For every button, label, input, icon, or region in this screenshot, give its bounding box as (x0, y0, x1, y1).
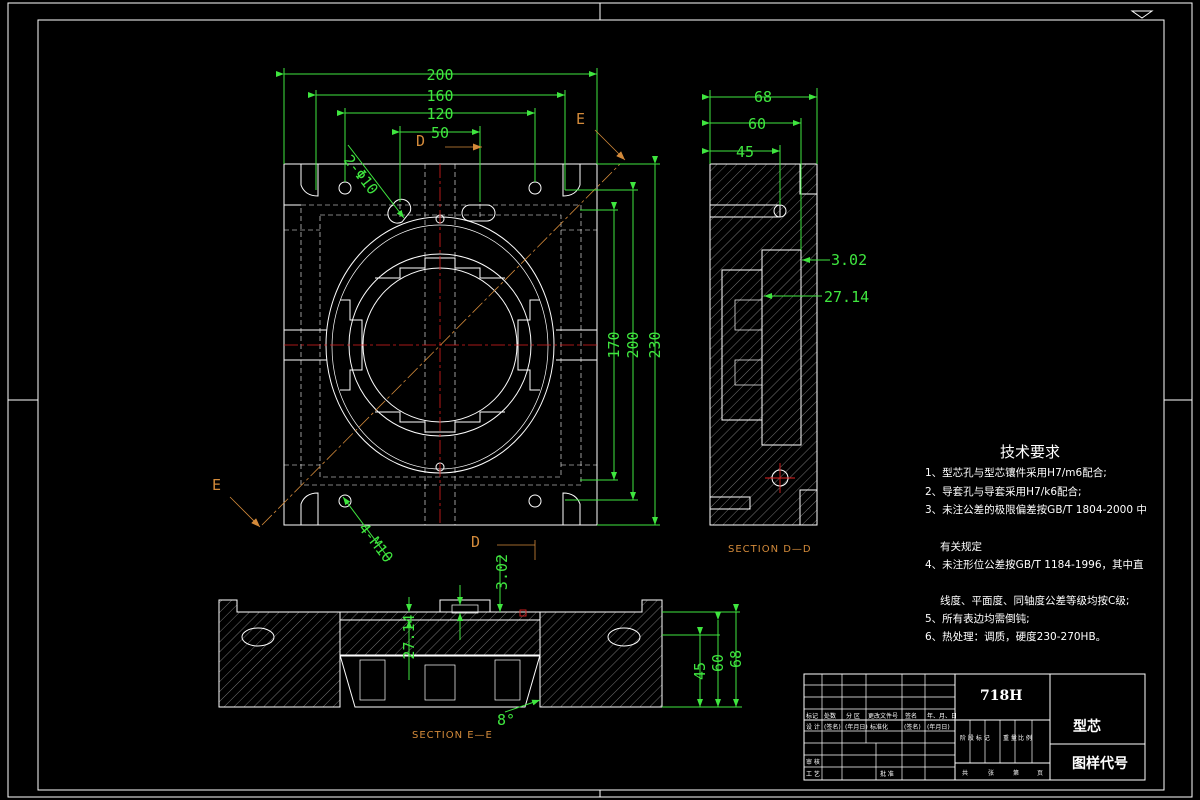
title-block (803, 673, 1146, 781)
tb-no: 第 (1013, 769, 1019, 777)
callout-4-m10: 4-M10 (355, 519, 397, 566)
tb-total: 共 (962, 769, 968, 777)
dim-45: 45 (736, 143, 754, 161)
dim-200: 200 (426, 66, 453, 84)
dim-v-27-14: 27.14 (400, 614, 418, 659)
tech-req-6: 6、热处理：调质，硬度230-270HB。 (925, 630, 1106, 643)
tb-count: 处数 (824, 712, 836, 720)
tb-page: 页 (1037, 770, 1043, 777)
dim-170: 170 (605, 331, 623, 358)
section-title-dd: SECTION D—D (728, 544, 812, 555)
tech-req-3: 3、未注公差的极限偏差按GB/T 1804-2000 中 (925, 503, 1147, 516)
tb-zone: 分 区 (846, 712, 860, 720)
dim-v-60: 60 (709, 654, 727, 672)
tb-standard-date: (年月日) (927, 723, 950, 731)
tech-req-3b: 有关规定 (940, 540, 982, 553)
section-dd-view (702, 88, 830, 526)
dim-230: 230 (646, 331, 664, 358)
dim-200-vertical: 200 (624, 331, 642, 358)
section-mark-e-bottom: E (212, 476, 221, 494)
front-view-dimensions (276, 68, 660, 561)
material-label: 718H (980, 688, 1022, 704)
tech-requirements-title: 技术要求 (1000, 443, 1060, 461)
tb-design: 设 计 (806, 723, 820, 731)
tech-req-2: 2、导套孔与导套采用H7/k6配合; (925, 485, 1082, 498)
dim-160: 160 (426, 87, 453, 105)
sheet-border (7, 2, 1193, 798)
dim-angle-8: 8° (497, 711, 515, 729)
tb-design-sign: (签名) (824, 723, 841, 731)
tb-scale: 比 例 (1018, 734, 1032, 742)
tb-change-doc: 更改文件号 (868, 712, 898, 720)
tb-design-date: (年月日) (845, 723, 868, 731)
dim-60: 60 (748, 115, 766, 133)
drawing-code: 图样代号 (1072, 755, 1128, 772)
section-mark-d-bottom: D (471, 533, 480, 551)
tech-req-1: 1、型芯孔与型芯镶件采用H7/m6配合; (925, 466, 1107, 479)
callout-2-phi10: 2-Φ10 (340, 151, 382, 198)
tech-req-5: 5、所有表边均需倒钝; (925, 612, 1030, 625)
tb-sign: 签名 (905, 712, 917, 720)
tb-weight: 重 量 (1003, 734, 1017, 742)
dim-120: 120 (426, 105, 453, 123)
tb-standard-sign: (签名) (904, 723, 921, 731)
dim-68: 68 (754, 88, 772, 106)
tb-approve: 批 准 (880, 770, 894, 778)
tb-review: 审 核 (806, 758, 820, 766)
dim-27-14: 27.14 (824, 288, 869, 306)
tb-standard: 标准化 (870, 723, 888, 731)
tech-req-4b: 线度、平面度、同轴度公差等级均按C级; (940, 594, 1129, 607)
dim-v-68: 68 (727, 650, 745, 668)
section-mark-e-top: E (576, 110, 585, 128)
tb-stage: 阶 段 标 记 (960, 734, 990, 742)
dim-50: 50 (431, 124, 449, 142)
tech-req-4: 4、未注形位公差按GB/T 1184-1996，其中直 (925, 558, 1144, 571)
tb-date: 年、月、日 (927, 712, 957, 720)
section-mark-d-top: D (416, 132, 425, 150)
section-ee-view (218, 555, 742, 713)
section-title-ee: SECTION E—E (412, 730, 493, 741)
section-arrows (229, 129, 626, 560)
tb-sheets: 张 (988, 769, 994, 777)
tb-process: 工 艺 (806, 770, 820, 778)
dim-v-45: 45 (691, 662, 709, 680)
front-view (261, 163, 621, 526)
dim-v-3-02: 3.02 (493, 554, 511, 590)
part-name: 型芯 (1073, 718, 1101, 735)
tb-mark: 标记 (806, 712, 818, 720)
dim-3-02: 3.02 (831, 251, 867, 269)
